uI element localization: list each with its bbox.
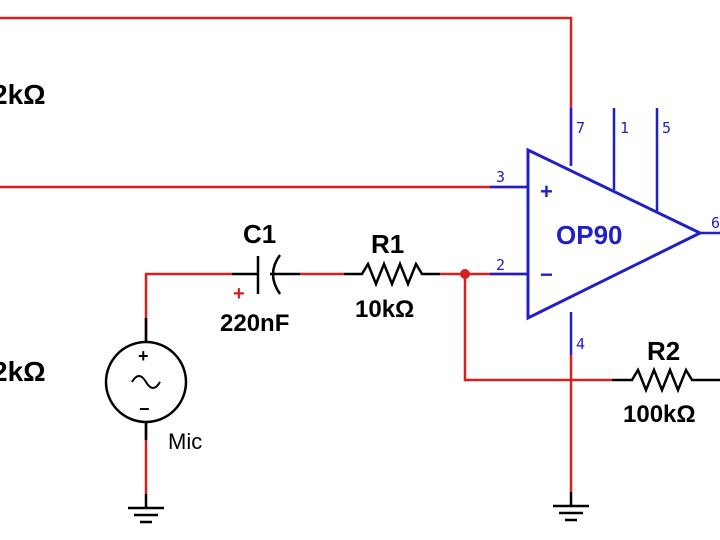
pin-label-3: 3	[496, 168, 505, 186]
pin-label-4: 4	[576, 335, 585, 353]
wires	[0, 16, 612, 494]
opamp-name: OP90	[556, 220, 623, 250]
wire-feedback	[463, 274, 612, 382]
pin-label-2: 2	[496, 256, 505, 274]
wire-top-loop	[0, 16, 573, 165]
source-name-label: Mic	[168, 429, 202, 454]
pin-label-7: 7	[576, 119, 585, 137]
ground-icon	[553, 492, 589, 522]
r1-value-label: 10kΩ	[355, 296, 414, 323]
source-plus-mark: +	[138, 346, 149, 366]
r1-name-label: R1	[371, 229, 404, 259]
junction-node	[460, 269, 470, 279]
c1-name-label: C1	[243, 219, 276, 249]
opamp-plus-sign: +	[540, 179, 553, 204]
c1-value-label: 220nF	[220, 310, 289, 337]
opamp-minus-sign: −	[540, 262, 553, 287]
left-resistor-bottom-value: 2kΩ	[0, 356, 46, 387]
pin-label-6: 6	[711, 214, 720, 232]
opamp-icon: OP90 + −	[526, 147, 704, 321]
capacitor-icon	[232, 254, 300, 295]
pin-label-1: 1	[620, 119, 629, 137]
left-resistor-top-value: 2kΩ	[0, 79, 46, 110]
resistor-icon	[612, 366, 720, 394]
source-minus-mark: −	[139, 399, 150, 419]
c1-polarity-mark: +	[233, 283, 245, 305]
pin-label-5: 5	[662, 119, 671, 137]
ground-icon	[128, 494, 164, 524]
resistor-icon	[344, 260, 440, 288]
opamp-pin-stubs	[490, 108, 720, 355]
ac-source-icon	[104, 318, 188, 440]
r2-value-label: 100kΩ	[623, 401, 696, 428]
r2-name-label: R2	[647, 336, 680, 366]
